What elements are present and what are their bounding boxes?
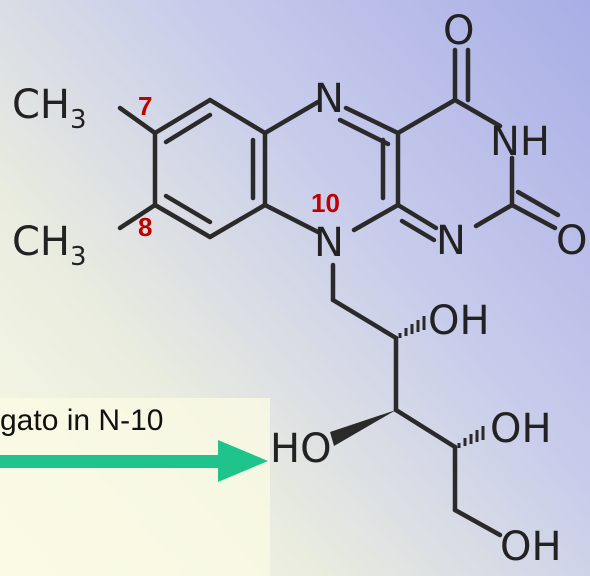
hashed-wedges bbox=[398, 316, 485, 448]
position-numbers: 7 8 10 bbox=[138, 91, 340, 242]
ch3-bottom-label: CH3 bbox=[12, 219, 87, 272]
position-7: 7 bbox=[138, 91, 152, 121]
arrow-head bbox=[218, 440, 268, 482]
ch3-bottom-subscript: 3 bbox=[70, 242, 87, 272]
n10-label: N bbox=[314, 220, 344, 266]
o2-label: O bbox=[556, 218, 587, 264]
atom-labels: CH3 CH3 N N N NH O O OH OH HO OH bbox=[12, 8, 587, 570]
bold-wedge bbox=[330, 410, 396, 446]
o4-label: O bbox=[443, 8, 474, 54]
oh2-label: OH bbox=[490, 406, 552, 452]
arrow-shaft bbox=[0, 455, 220, 468]
caption-background bbox=[0, 398, 270, 576]
ho-label: HO bbox=[270, 426, 332, 472]
ch3-top-subscript: 3 bbox=[70, 105, 87, 135]
ch3-top-text: CH bbox=[12, 82, 70, 128]
bonds bbox=[117, 47, 561, 538]
oh1-label: OH bbox=[428, 298, 490, 344]
ch3-bottom-text: CH bbox=[12, 219, 70, 265]
caption-text: gato in N-10 bbox=[0, 404, 164, 437]
position-10: 10 bbox=[311, 188, 340, 218]
arrow bbox=[0, 440, 268, 482]
oh4-label: OH bbox=[500, 524, 562, 570]
n5-label: N bbox=[314, 76, 344, 122]
nh-label: NH bbox=[490, 119, 550, 165]
ch3-top-label: CH3 bbox=[12, 82, 87, 135]
position-8: 8 bbox=[138, 212, 152, 242]
n1-label: N bbox=[436, 218, 466, 264]
